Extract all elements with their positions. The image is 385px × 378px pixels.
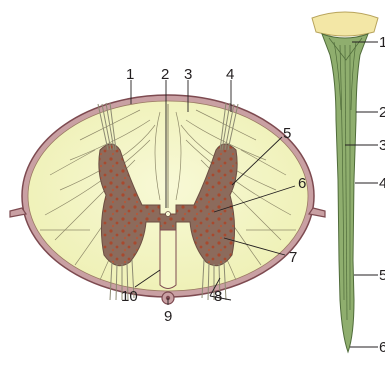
label-10: 10 (121, 288, 138, 305)
central-canal (166, 212, 171, 217)
label-4: 4 (226, 66, 234, 83)
long-label-6: 6 (379, 339, 385, 356)
long-label-1: 1 (379, 34, 385, 51)
label-1: 1 (126, 66, 134, 83)
long-label-5: 5 (379, 267, 385, 284)
longitudinal-view: 1 2 3 4 5 6 (312, 12, 385, 356)
label-5: 5 (283, 125, 291, 142)
label-6: 6 (298, 175, 306, 192)
long-label-2: 2 (379, 104, 385, 121)
cross-section: 1 2 3 4 5 6 7 8 9 10 (10, 66, 325, 325)
label-3: 3 (184, 66, 192, 83)
label-2: 2 (161, 66, 169, 83)
label-8: 8 (214, 288, 222, 305)
label-7: 7 (289, 249, 297, 266)
long-label-4: 4 (379, 175, 385, 192)
medulla (312, 12, 378, 36)
anterior-median-fissure (160, 230, 176, 289)
lateral-ligament-left (10, 208, 26, 217)
label-9: 9 (164, 308, 172, 325)
long-label-3: 3 (379, 137, 385, 154)
